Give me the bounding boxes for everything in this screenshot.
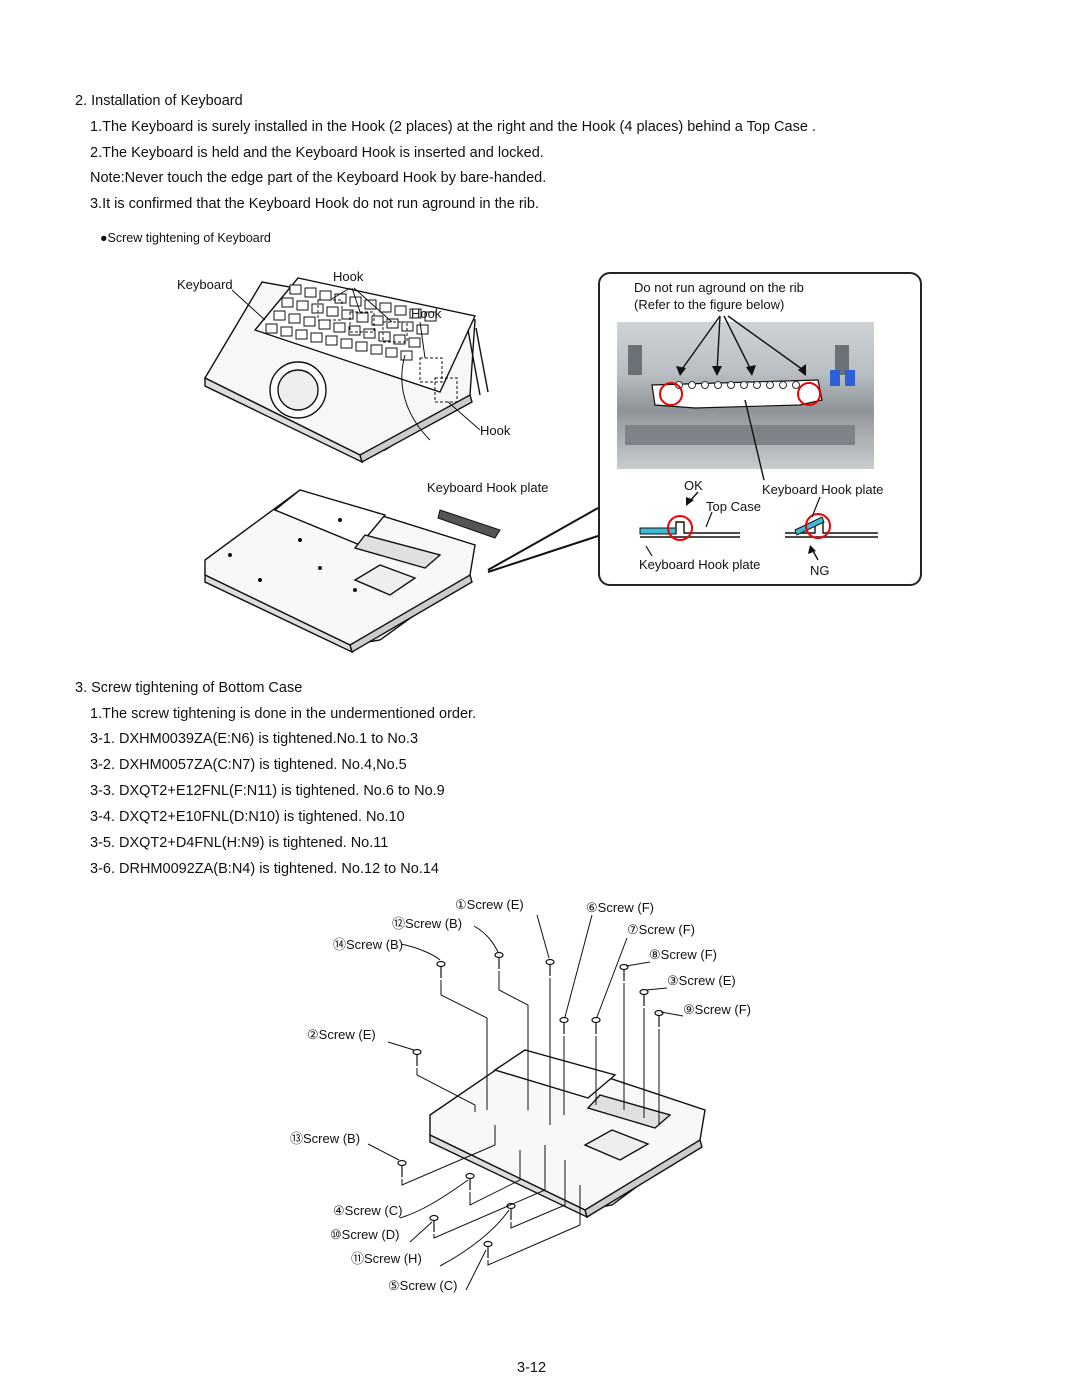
label-ng: NG <box>810 563 830 578</box>
section3-step-3-6: 3-6. DRHM0092ZA(B:N4) is tightened. No.1… <box>90 861 439 877</box>
section3-step-3-3: 3-3. DXQT2+E12FNL(F:N11) is tightened. N… <box>90 783 445 799</box>
callout-line-2: (Refer to the figure below) <box>634 297 785 312</box>
screw-label-9: ⑨Screw (F) <box>683 1002 751 1017</box>
section3-step-3-5: 3-5. DXQT2+D4FNL(H:N9) is tightened. No.… <box>90 835 389 851</box>
screw-label-11: ⑪Screw (H) <box>351 1251 422 1266</box>
section3-step-1: 1.The screw tightening is done in the un… <box>90 706 477 722</box>
screw-label-1: ①Screw (E) <box>455 897 524 912</box>
figure-caption: ●Screw tightening of Keyboard <box>100 231 271 245</box>
label-hook-mid: Hook <box>411 306 442 321</box>
screw-label-12: ⑫Screw (B) <box>392 916 463 931</box>
section2-heading: 2. Installation of Keyboard <box>75 93 243 109</box>
label-keyboard-hook-plate-right: Keyboard Hook plate <box>762 482 884 497</box>
label-keyboard: Keyboard <box>177 277 233 292</box>
section3-step-3-1: 3-1. DXHM0039ZA(E:N6) is tightened.No.1 … <box>90 731 419 747</box>
section2-note: Note:Never touch the edge part of the Ke… <box>90 170 547 186</box>
callout-line-1: Do not run aground on the rib <box>634 280 804 295</box>
screw-label-2: ②Screw (E) <box>307 1027 376 1042</box>
screw-label-13: ⑬Screw (B) <box>290 1131 361 1146</box>
label-top-case: Top Case <box>706 499 761 514</box>
section3-heading: 3. Screw tightening of Bottom Case <box>75 680 303 696</box>
screw-label-7: ⑦Screw (F) <box>627 922 695 937</box>
section2-step-3: 3.It is confirmed that the Keyboard Hook… <box>90 196 539 212</box>
screw-label-10: ⑩Screw (D) <box>330 1227 400 1242</box>
section2-step-1: 1.The Keyboard is surely installed in th… <box>90 119 816 135</box>
screw-label-4: ④Screw (C) <box>333 1203 403 1218</box>
label-keyboard-hook-plate-left: Keyboard Hook plate <box>639 557 761 572</box>
label-hook-bottom: Hook <box>480 423 511 438</box>
label-ok: OK <box>684 478 703 493</box>
section2-step-2: 2.The Keyboard is held and the Keyboard … <box>90 145 544 161</box>
section3-step-3-4: 3-4. DXQT2+E10FNL(D:N10) is tightened. N… <box>90 809 405 825</box>
label-keyboard-hook-plate: Keyboard Hook plate <box>427 480 549 495</box>
screw-label-3: ③Screw (E) <box>667 973 736 988</box>
screw-label-14: ⑭Screw (B) <box>333 937 404 952</box>
page-number: 3-12 <box>517 1360 547 1376</box>
screw-label-8: ⑧Screw (F) <box>649 947 717 962</box>
screw-label-5: ⑤Screw (C) <box>388 1278 458 1293</box>
section3-step-3-2: 3-2. DXHM0057ZA(C:N7) is tightened. No.4… <box>90 757 407 773</box>
label-hook-top: Hook <box>333 269 364 284</box>
screw-label-6: ⑥Screw (F) <box>586 900 654 915</box>
